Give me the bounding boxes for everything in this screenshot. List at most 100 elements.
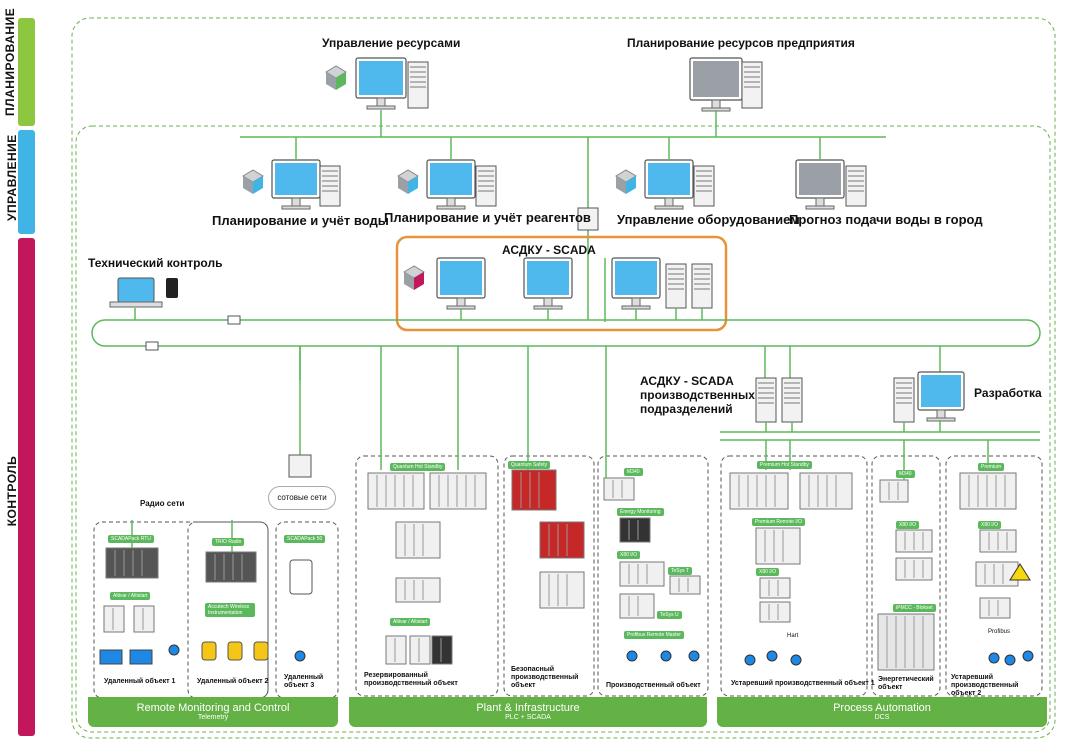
instrument-icon-3 [660,650,672,662]
label-reagents: Планирование и учёт реагентов [384,210,591,225]
tag-accutech: Accutech Wireless Instrumentation [205,603,255,617]
monitor-forecast-base [805,205,835,210]
instrument-icon-9 [1004,654,1016,666]
laptop-base [109,301,163,308]
instrument-icon-8 [988,652,1000,664]
monitor-scada1-base [446,305,476,310]
tag-x80io3: X80 I/O [896,521,919,529]
label-scada: АСДКУ - SCADA [502,243,596,257]
trio-radio [205,551,257,583]
rack-x80 [619,561,665,587]
tag-scadapack50: SCADAPack 50 [284,535,326,543]
label-development: Разработка [974,386,1042,400]
cube-resource-left [326,72,336,90]
tower-prod2 [781,377,803,423]
pmcc-cabinet [877,613,935,671]
cube-water-right [253,176,263,194]
label-cellular: сотовые сети [277,493,327,502]
monitor-resource-stand [376,97,386,107]
bar-plant-sub: PLC + SCADA [505,714,551,721]
monitor-reagents-base [436,205,466,210]
instrument-icon-10 [1022,650,1034,662]
tag-pmcc: iPMCC - Blokset [893,604,936,612]
monitor-equipment-screen [648,163,690,195]
label-scada-sub: АСДКУ - SCADA производственных подраздел… [640,374,755,416]
tag-premium-hot: Premium Hot Standby [757,461,812,469]
monitor-scada1-stand [456,297,466,307]
monitor-dev-base [926,417,956,422]
bar-remote-monitoring: Remote Monitoring and Control Telemetry [88,697,338,727]
label-equipment: Управление оборудованием [617,212,800,227]
cube-reagents-right [408,176,418,194]
tag-m340a: M340 [624,468,643,476]
monitor-water-base [281,205,311,210]
monitor-erp-screen [693,61,739,97]
tag-tesys-u: TeSys U [657,611,682,619]
wireless-sensor-2 [253,641,269,661]
monitor-water-screen [275,163,317,195]
site-frame-legacy1 [720,455,868,697]
rack-safety-a [511,469,557,511]
monitor-scada2-screen [527,261,569,295]
tag-premium: Premium [978,463,1005,471]
monitor-water-stand [291,197,301,207]
site-safe: Безопасный производственный объект [511,666,579,689]
drive-remote-a [103,605,125,633]
bar-remote-title: Remote Monitoring and Control [136,702,290,714]
frame-planning [71,17,1056,739]
tag-quantum-hot: Quantum Hot Standby [390,463,446,471]
tower-erp [741,61,763,109]
instrument-icon-5 [744,654,756,666]
label-erp: Планирование ресурсов предприятия [627,36,855,50]
site-frame-redundant [355,455,499,697]
site-frame-safe [503,455,595,697]
monitor-forecast-screen [799,163,841,195]
monitor-scada2-base [533,305,563,310]
wireless-sensor-0 [201,641,217,661]
instrument-icon-1 [168,644,180,656]
rack-m340b [879,479,909,503]
tower-scada1 [665,263,687,309]
site-frame-remote3 [275,521,339,699]
drive-remote-b [133,605,155,633]
monitor-erp-stand [711,99,721,109]
rack-m340 [603,477,635,501]
cube-scada-right [414,272,424,290]
phone-icon [166,278,178,298]
bar-plant-infra: Plant & Infrastructure PLC + SCADA [349,697,707,727]
site-frame-energy [871,455,941,697]
access-point-icon [227,315,241,325]
tag-energy-mon: Energy Monitoring [617,508,664,516]
bar-plant-title: Plant & Infrastructure [476,702,580,714]
pump-icon-2 [129,649,153,665]
monitor-dev-screen [921,375,961,407]
tag-altivar2: Altivar / Altistart [390,618,431,626]
tower-scada2 [691,263,713,309]
monitor-resource-base [366,105,396,110]
site-frame-legacy2 [945,455,1043,697]
monitor-scada3-base [621,305,651,310]
rack-premium-a [729,472,789,510]
instrument-icon-7 [790,654,802,666]
tag-x80io4: X80 I/O [978,521,1001,529]
rack-premium-remote [755,527,801,565]
cube-equipment-left [616,176,626,194]
pump-icon-1 [99,649,123,665]
drive-3 [431,635,453,665]
monitor-reagents-stand [446,197,456,207]
cellular-gateway-icon [288,454,312,478]
tower-dev [893,377,915,423]
site-legacy1: Устаревший производственный объект 1 [731,680,875,687]
instrument-icon-2 [626,650,638,662]
drive-1 [385,635,407,665]
site-remote2: Удаленный объект 2 [197,678,269,685]
site-remote3: Удаленный объект 3 [284,674,324,689]
cube-equipment-right [626,176,636,194]
rack-ri-1 [395,521,441,559]
tesys-u [619,593,655,619]
tag-hart: Hart [787,633,799,639]
tesys-t [669,575,701,595]
site-remote1: Удаленный объект 1 [104,678,176,685]
rack-safety-c [539,571,585,609]
